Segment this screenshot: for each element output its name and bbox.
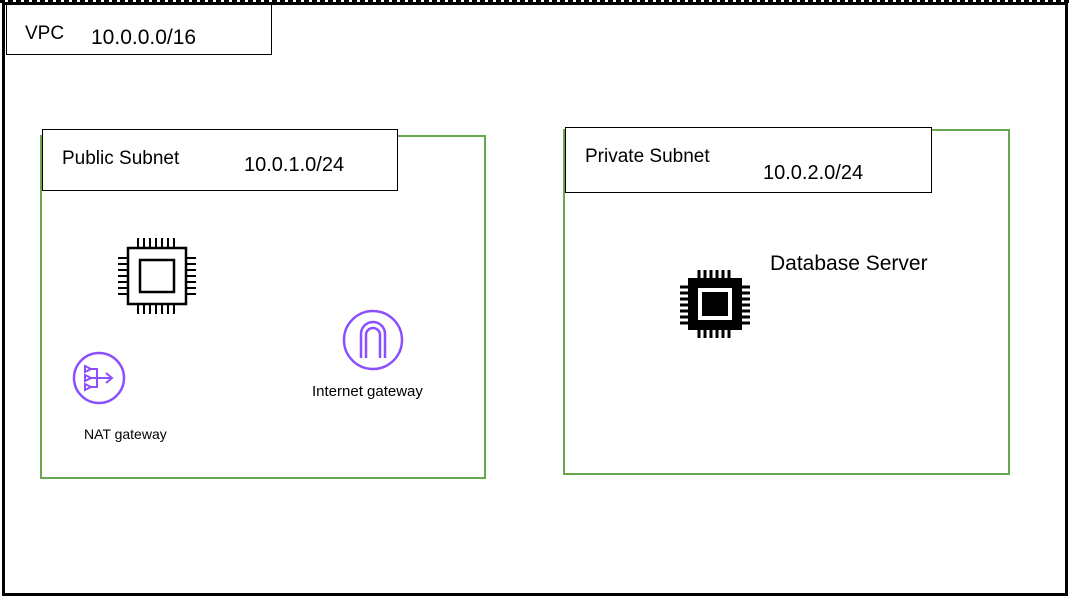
top-border-dots [0,0,1072,3]
public-subnet-label-box: Public Subnet 10.0.1.0/24 [42,129,398,191]
nat-gateway-icon [72,351,126,405]
internet-gateway-label: Internet gateway [312,383,423,400]
vpc-label-box: VPC 10.0.0.0/16 [6,4,272,55]
ec2-instance-chip-icon [118,238,196,314]
nat-gateway-label: NAT gateway [84,426,167,442]
private-subnet-label: Private Subnet [585,146,710,167]
database-server-label: Database Server [770,252,928,275]
private-subnet-cidr: 10.0.2.0/24 [763,162,864,184]
database-server-chip-icon [680,270,750,338]
private-subnet-label-box: Private Subnet 10.0.2.0/24 [565,127,932,193]
public-subnet-label: Public Subnet [62,148,180,169]
public-subnet-cidr: 10.0.1.0/24 [244,154,345,176]
internet-gateway-icon [342,309,404,371]
vpc-label: VPC [25,23,65,44]
vpc-cidr: 10.0.0.0/16 [91,26,197,49]
